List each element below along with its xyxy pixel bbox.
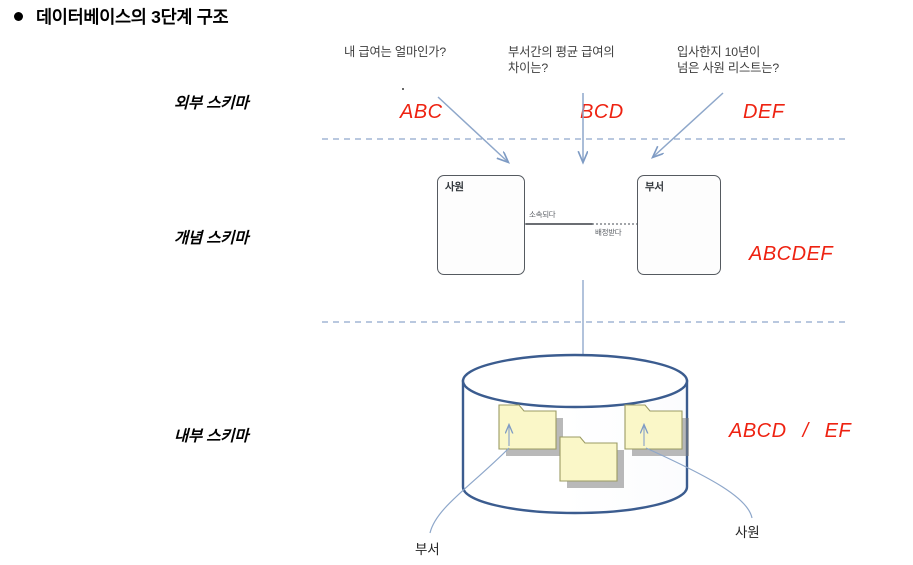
er-entity-employee-label: 사원	[445, 181, 464, 193]
er-entity-employee: 사원	[437, 175, 525, 275]
er-relationship-belongs-to: 소속되다	[529, 210, 556, 219]
slide-heading: 데이터베이스의 3단계 구조	[14, 4, 229, 29]
er-entity-department: 부서	[637, 175, 721, 275]
annotation-abcdef: ABCDEF	[749, 243, 834, 265]
storage-label-employee: 사원	[735, 525, 760, 540]
schema-label-external: 외부 스키마	[174, 95, 249, 112]
annotation-abcd-slash-ef: ABCD / EF	[729, 420, 851, 443]
annotation-bcd: BCD	[580, 101, 624, 123]
folder-left	[498, 404, 563, 456]
annotation-abc: ABC	[400, 101, 443, 123]
annotation-ef: EF	[824, 420, 852, 442]
user-question-salary: 내 급여는 얼마인가?	[344, 45, 446, 59]
database-cylinder	[461, 353, 689, 515]
annotation-separator: /	[802, 420, 809, 442]
page-title: 데이터베이스의 3단계 구조	[36, 7, 229, 27]
schema-label-conceptual: 개념 스키마	[174, 230, 249, 247]
bullet-dot-icon	[14, 12, 23, 21]
cylinder-body	[461, 379, 689, 515]
annotation-def: DEF	[743, 101, 785, 123]
schema-label-internal: 내부 스키마	[174, 428, 249, 445]
folder-center	[559, 436, 624, 488]
folder-right	[624, 404, 689, 456]
cylinder-top-ellipse	[461, 353, 689, 409]
user-question-tenure-list: 입사한지 10년이 넘은 사원 리스트는?	[677, 45, 779, 76]
leader-line-dept	[429, 447, 510, 534]
er-relationship-assigned-to: 배정받다	[595, 228, 622, 237]
annotation-abcd: ABCD	[729, 420, 787, 442]
leader-line-emp	[645, 447, 753, 519]
storage-label-department: 부서	[415, 542, 440, 557]
arrow-q3-to-entity	[653, 92, 724, 157]
arrow-q1-to-entity	[437, 96, 508, 162]
er-entity-department-label: 부서	[645, 181, 664, 193]
user-question-avg-salary-diff: 부서간의 평균 급여의 차이는?	[508, 45, 615, 76]
stray-dot-mark	[402, 88, 404, 90]
